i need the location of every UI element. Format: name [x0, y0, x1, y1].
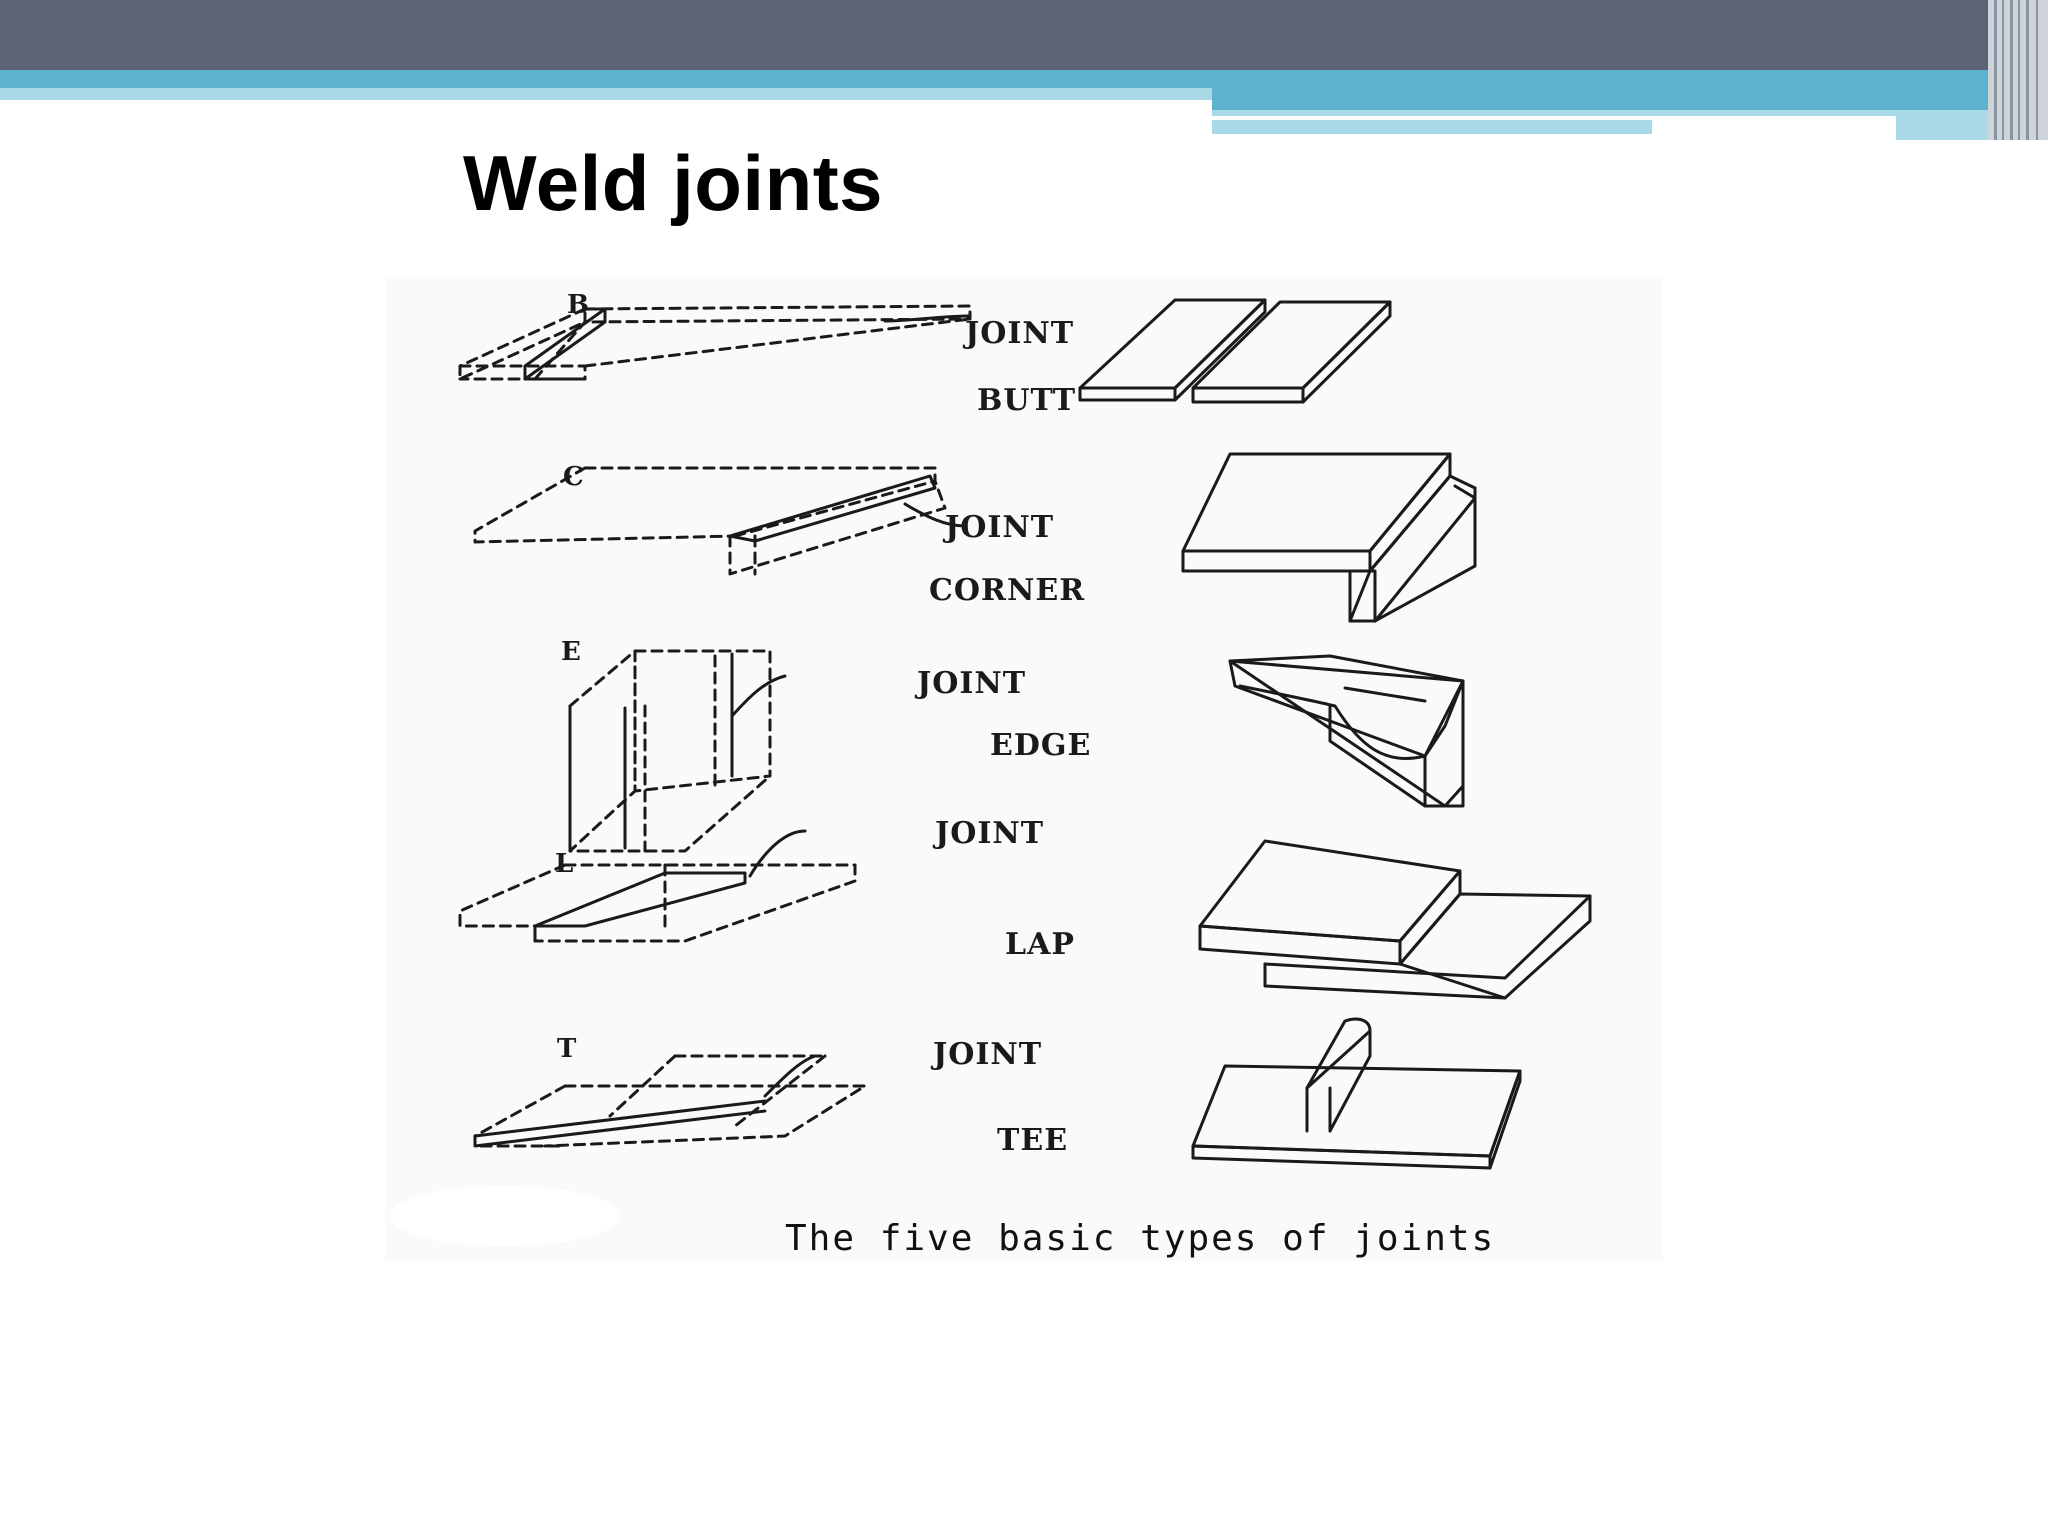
right-edge-stripes: [1988, 0, 2048, 140]
joint-label-l: JOINT: [935, 816, 1045, 851]
joint-name-lap: LAP: [1005, 927, 1075, 962]
joint-letter-e: E: [561, 637, 581, 667]
edge-joint-3d: [1228, 654, 1465, 808]
joint-name-edge: EDGE: [990, 728, 1092, 763]
lap-joint-3d: [1198, 839, 1592, 1000]
joint-label-e: JOINT: [917, 666, 1027, 701]
joint-letter-c: C: [563, 462, 584, 492]
weld-joints-figure: B C E L T JOINT JOINT JOINT JOINT JOINT …: [385, 276, 1663, 1261]
tee-joint-3d: [1191, 1017, 1522, 1170]
corner-joint-schematic: [473, 466, 967, 576]
corner-joint-3d: [1181, 452, 1477, 623]
accent-band: [0, 70, 2048, 140]
figure-caption: The five basic types of joints: [785, 1218, 1496, 1259]
joint-name-corner: CORNER: [929, 573, 1086, 608]
joint-name-tee: TEE: [997, 1123, 1069, 1158]
lap-joint-schematic: [458, 829, 857, 943]
tee-joint-schematic: [473, 1054, 867, 1148]
joint-label-b: JOINT: [965, 316, 1075, 351]
joint-label-t: JOINT: [933, 1037, 1043, 1072]
joint-name-butt: BUTT: [977, 383, 1077, 418]
butt-joint-3d: [1078, 298, 1392, 404]
slide-title: Weld joints: [463, 139, 884, 227]
butt-joint-schematic: [458, 304, 972, 381]
joint-letter-l: L: [555, 849, 574, 879]
joint-letter-b: B: [567, 290, 589, 320]
header-bar: [0, 0, 2048, 70]
joint-label-c: JOINT: [945, 510, 1055, 545]
edge-joint-schematic: [568, 649, 787, 853]
joint-letter-t: T: [557, 1034, 577, 1064]
scan-smudge: [390, 1186, 620, 1246]
